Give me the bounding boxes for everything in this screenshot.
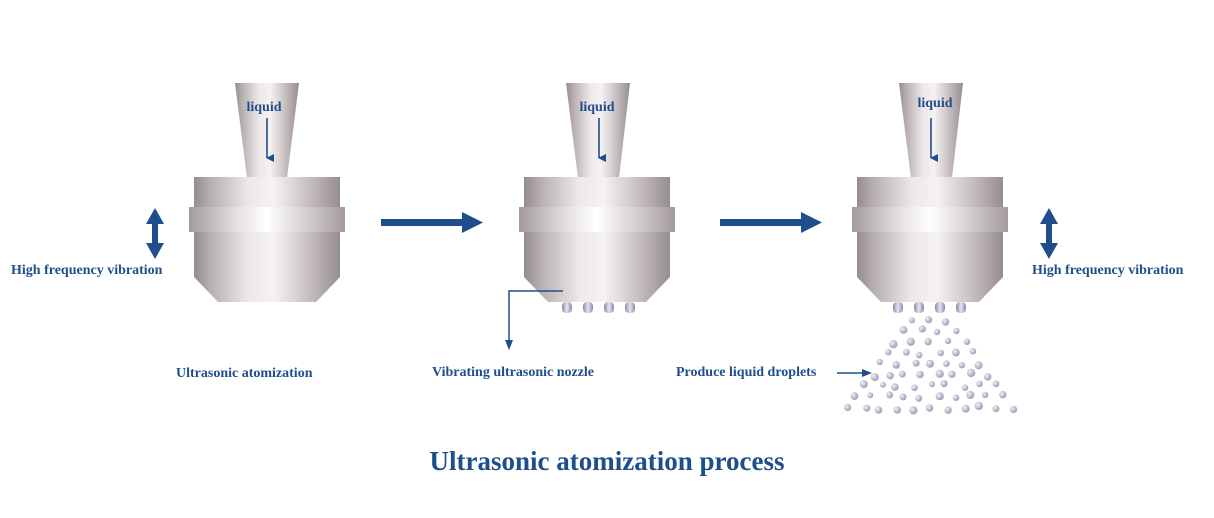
stage-2-nozzle-band xyxy=(519,207,675,232)
droplet xyxy=(966,368,976,378)
stage-2-liquid-label: liquid xyxy=(579,100,614,115)
droplet xyxy=(899,393,907,401)
stage-1-nozzle-cone xyxy=(194,277,340,302)
flow-arrow-1 xyxy=(381,212,483,233)
stage-3-vibration-label: High frequency vibration xyxy=(1032,263,1184,278)
stage-1-vibration-arrow xyxy=(146,208,164,259)
droplet xyxy=(850,392,859,400)
stage-1-nozzle-band xyxy=(189,207,345,232)
stage-3-nozzle-band xyxy=(852,207,1008,232)
droplet xyxy=(929,381,935,388)
droplet xyxy=(912,359,920,367)
stage-3-caption: Produce liquid droplets xyxy=(676,365,817,380)
stage-3-droplets-pointer xyxy=(837,369,872,377)
droplet xyxy=(898,370,906,378)
stage-1-nozzle-body-top xyxy=(194,177,340,207)
stage-2-nozzle-tips xyxy=(562,302,635,313)
droplet xyxy=(992,380,1000,388)
droplet xyxy=(969,347,977,355)
droplet xyxy=(976,380,983,388)
droplet xyxy=(952,394,960,402)
droplet xyxy=(935,392,944,401)
droplet xyxy=(909,406,918,415)
droplet xyxy=(963,338,971,346)
droplet xyxy=(937,349,944,357)
droplet xyxy=(911,384,918,392)
droplet xyxy=(876,358,883,366)
droplet xyxy=(984,373,992,381)
stage-2-nozzle-cone xyxy=(524,277,670,302)
stage-2-callout-line xyxy=(505,290,563,350)
droplet xyxy=(944,406,952,414)
stage-3-nozzle-tips xyxy=(893,302,966,313)
droplet xyxy=(935,369,944,378)
droplet xyxy=(916,370,924,379)
diagram-title: Ultrasonic atomization process xyxy=(429,446,785,476)
droplet xyxy=(974,361,983,370)
droplet xyxy=(892,361,900,369)
stage-1-nozzle xyxy=(189,83,345,302)
droplet xyxy=(992,405,1000,413)
droplet xyxy=(974,401,983,411)
droplet xyxy=(966,390,975,399)
droplet xyxy=(933,328,941,336)
droplet xyxy=(948,370,956,378)
droplet xyxy=(918,325,926,333)
droplet xyxy=(874,406,883,414)
droplet xyxy=(961,384,969,391)
droplet xyxy=(926,359,934,368)
stage-2-nozzle-body-bottom xyxy=(524,232,670,277)
droplet-spray xyxy=(844,316,1018,415)
droplet xyxy=(870,373,879,382)
stage-2-caption: Vibrating ultrasonic nozzle xyxy=(432,365,594,380)
droplet xyxy=(889,340,898,349)
droplet xyxy=(893,406,901,414)
droplet xyxy=(953,327,960,335)
droplet xyxy=(863,404,871,412)
flow-arrow-2 xyxy=(720,212,822,233)
droplet xyxy=(886,372,894,380)
droplet xyxy=(999,390,1007,399)
droplet xyxy=(899,326,908,334)
droplet xyxy=(944,337,952,345)
droplet xyxy=(925,404,934,412)
droplet xyxy=(915,351,923,359)
stage-1-liquid-label: liquid xyxy=(246,100,281,115)
droplet xyxy=(879,381,886,388)
droplet xyxy=(891,383,899,391)
droplet xyxy=(961,404,970,413)
droplet xyxy=(915,394,923,402)
stage-1-nozzle-body-bottom xyxy=(194,232,340,277)
droplet xyxy=(885,349,892,356)
droplet xyxy=(1009,405,1018,413)
droplet xyxy=(867,392,874,399)
droplet xyxy=(859,380,868,389)
stage-1-caption: Ultrasonic atomization xyxy=(176,366,313,381)
droplet xyxy=(951,348,960,357)
stage-3-liquid-label: liquid xyxy=(917,96,952,111)
stage-3-vibration-arrow xyxy=(1040,208,1058,259)
droplet xyxy=(903,348,910,356)
droplet xyxy=(908,317,916,324)
droplet xyxy=(941,318,950,326)
stage-3-nozzle-body-top xyxy=(857,177,1003,207)
stage-3-nozzle xyxy=(852,83,1008,302)
droplet xyxy=(924,316,933,324)
droplet xyxy=(906,337,915,346)
droplet xyxy=(958,362,965,369)
stage-3-nozzle-body-bottom xyxy=(857,232,1003,277)
droplet xyxy=(844,403,852,411)
droplet xyxy=(886,391,894,399)
stage-2-inlet-funnel xyxy=(566,83,630,178)
droplet xyxy=(981,391,989,398)
stage-3-nozzle-cone xyxy=(857,277,1003,302)
stage-2-nozzle xyxy=(519,83,675,302)
droplet xyxy=(943,360,950,368)
stage-1-vibration-label: High frequency vibration xyxy=(11,263,163,278)
droplet xyxy=(940,380,948,388)
droplet xyxy=(924,337,932,346)
stage-2-nozzle-body-top xyxy=(524,177,670,207)
